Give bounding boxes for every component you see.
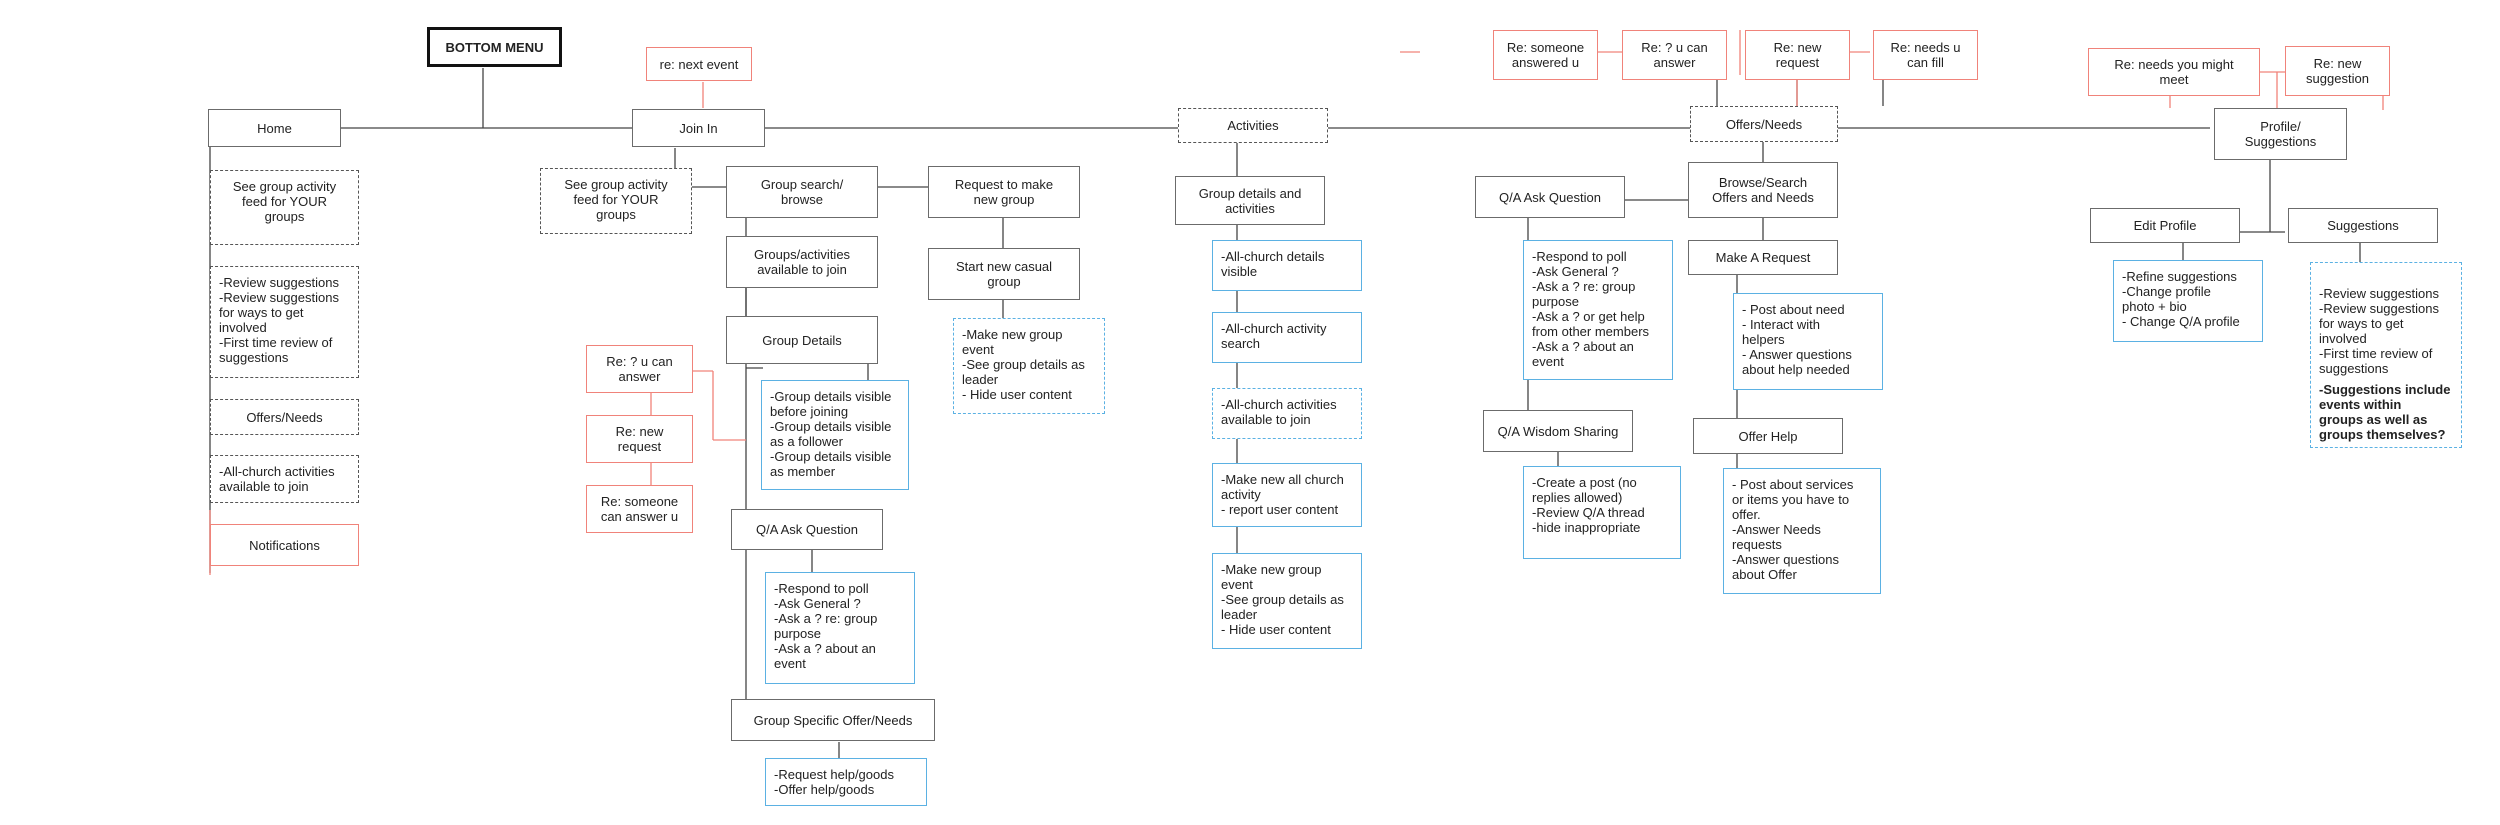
group-details-activities-box: Group details and activities — [1175, 176, 1325, 225]
post-services-box: - Post about services or items you have … — [1723, 468, 1881, 594]
join-in-node: Join In — [632, 109, 765, 147]
re-new-request-left-note: Re: new request — [586, 415, 693, 463]
home-feed-box: See group activity feed for YOUR groups — [210, 170, 359, 245]
make-group-event-box: -Make new group event -See group details… — [953, 318, 1105, 414]
request-new-group-box: Request to make new group — [928, 166, 1080, 218]
re-new-request-note: Re: new request — [1745, 30, 1850, 80]
qa-ask-offers-box: Q/A Ask Question — [1475, 176, 1625, 218]
start-casual-group-box: Start new casual group — [928, 248, 1080, 300]
bottom-menu-node: BOTTOM MENU — [427, 27, 562, 67]
group-search-box: Group search/ browse — [726, 166, 878, 218]
request-help-box: -Request help/goods -Offer help/goods — [765, 758, 927, 806]
all-church-available-box: -All-church activities available to join — [1212, 388, 1362, 439]
qa-join-list-box: -Respond to poll -Ask General ? -Ask a ?… — [765, 572, 915, 684]
group-details-box: Group Details — [726, 316, 878, 364]
make-all-church-box: -Make new all church activity - report u… — [1212, 463, 1362, 527]
offers-needs-node: Offers/Needs — [1690, 106, 1838, 142]
qa-offers-list-box: -Respond to poll -Ask General ? -Ask a ?… — [1523, 240, 1673, 380]
browse-offers-box: Browse/Search Offers and Needs — [1688, 162, 1838, 218]
edit-profile-box: Edit Profile — [2090, 208, 2240, 243]
make-group-event2-box: -Make new group event -See group details… — [1212, 553, 1362, 649]
groups-available-box: Groups/activities available to join — [726, 236, 878, 288]
home-all-church-box: -All-church activities available to join — [210, 455, 359, 503]
refine-profile-box: -Refine suggestions -Change profile phot… — [2113, 260, 2263, 342]
re-needs-might-meet-note: Re: needs you might meet — [2088, 48, 2260, 96]
re-new-suggestion-note: Re: new suggestion — [2285, 46, 2390, 96]
re-needs-u-can-fill-note: Re: needs u can fill — [1873, 30, 1978, 80]
re-next-event-note: re: next event — [646, 47, 752, 81]
suggestions-list-box: -Review suggestions -Review suggestions … — [2310, 262, 2462, 448]
all-church-details-box: -All-church details visible — [1212, 240, 1362, 291]
home-review-box: -Review suggestions -Review suggestions … — [210, 266, 359, 378]
group-details-visible-box: -Group details visible before joining -G… — [761, 380, 909, 490]
re-u-can-answer-note: Re: ? u can answer — [1622, 30, 1727, 80]
group-offer-needs-box: Group Specific Offer/Needs — [731, 699, 935, 741]
re-u-can-answer-left-note: Re: ? u can answer — [586, 345, 693, 393]
offer-help-box: Offer Help — [1693, 418, 1843, 454]
home-notifications-box: Notifications — [210, 524, 359, 566]
qa-wisdom-box: Q/A Wisdom Sharing — [1483, 410, 1633, 452]
profile-suggestions-node: Profile/ Suggestions — [2214, 108, 2347, 160]
home-offers-needs-box: Offers/Needs — [210, 399, 359, 435]
all-church-search-box: -All-church activity search — [1212, 312, 1362, 363]
suggestions-list-text: -Review suggestions -Review suggestions … — [2319, 286, 2439, 376]
suggestions-box: Suggestions — [2288, 208, 2438, 243]
make-request-box: Make A Request — [1688, 240, 1838, 275]
join-feed-box: See group activity feed for YOUR groups — [540, 168, 692, 234]
create-post-box: -Create a post (no replies allowed) -Rev… — [1523, 466, 1681, 559]
qa-ask-join-box: Q/A Ask Question — [731, 509, 883, 550]
home-node: Home — [208, 109, 341, 147]
re-someone-answered-note: Re: someone answered u — [1493, 30, 1598, 80]
post-need-box: - Post about need - Interact with helper… — [1733, 293, 1883, 390]
re-someone-left-note: Re: someone can answer u — [586, 485, 693, 533]
activities-node: Activities — [1178, 108, 1328, 143]
suggestions-bold-text: -Suggestions include events within group… — [2319, 382, 2451, 442]
